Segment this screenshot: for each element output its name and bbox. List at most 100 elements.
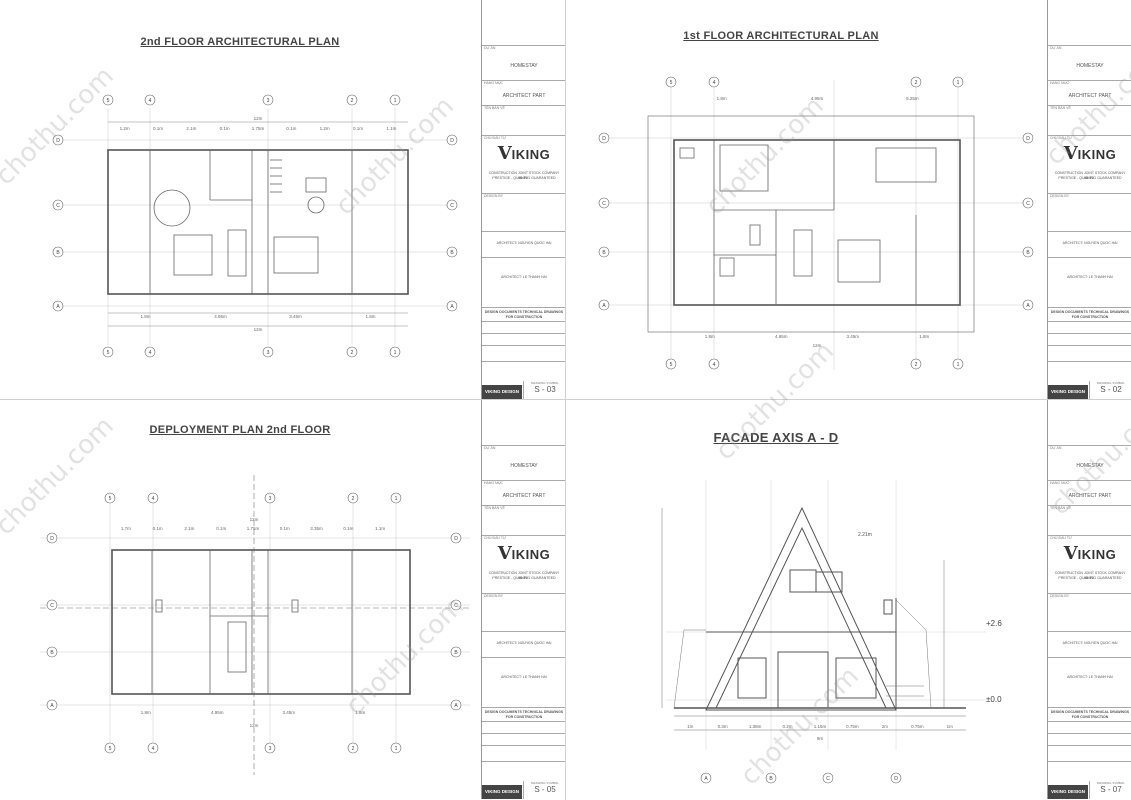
axis-label: 4 [149,350,152,356]
axis-label: D [450,138,454,144]
axis-bubble [446,300,458,312]
axis-bubble [450,532,462,544]
axis-bubble [665,358,677,370]
axis-bubble [708,76,720,88]
axis-label: D [1026,136,1030,142]
level-zero-label: ±0.0 [986,695,1002,704]
axis-bubble [952,358,964,370]
axis-bubble [264,492,276,504]
dimension-label: 0.1m [286,126,296,131]
project-name: HOMESTAY [510,463,538,469]
axis-label: A [450,304,454,310]
axis-label: A [454,703,458,709]
axis-bubble [52,199,64,211]
axis-bubble [262,346,274,358]
axis-label: A [704,776,708,782]
axis-label: 3 [269,746,272,752]
axis-bubble [910,76,922,88]
axis-label: A [1026,303,1030,309]
sheet-title: FACADE AXIS A - D [713,430,839,445]
axis-label: 4 [149,98,152,104]
axis-label: 2 [351,98,354,104]
architect-1: ARCHITECT: NGUYEN QUOC HAI [496,241,552,245]
company-label: CHỦ ĐẦU TƯ [484,136,506,140]
axis-bubble [765,772,777,784]
company-motto: PRESTIGE - QUALITY - GUARANTEED [1058,576,1122,580]
axis-label: D [894,776,898,782]
sheet-divider-horizontal [0,399,1131,400]
dimension-label: 1.2m [320,126,330,131]
design-part: ARCHITECT PART [1068,93,1112,99]
axis-label: C [50,603,54,609]
axis-label: 1 [394,98,397,104]
dimension-label: 2.1m [184,526,194,531]
total-dimension: 12m [813,343,822,348]
axis-bubble [822,772,834,784]
viking-design-tag: VIKING DESIGN [1048,785,1088,799]
viking-logo: VIKING [497,143,551,164]
dimension-label: 1.8m [705,334,715,339]
drawing-label: TÊN BẢN VẼ [1050,506,1071,510]
project-label: DỰ ÁN [484,446,496,450]
axis-label: B [454,650,458,656]
project-label: DỰ ÁN [1050,446,1062,450]
axis-bubble [446,199,458,211]
axis-label: C [826,776,830,782]
dimension-label: 0.1m [343,526,353,531]
dimension-label: 1.8m [919,334,929,339]
company-tag: CONSTRUCTION JOINT STOCK COMPANY VIKING [488,571,560,580]
axis-label: 5 [109,496,112,502]
sheet-title: DEPLOYMENT PLAN 2nd FLOOR [149,424,331,436]
dimension-label: 4.95m [214,314,227,319]
architect-2: ARCHITECT: LE THANH HAI [1067,675,1113,679]
axis-bubble [104,742,116,754]
dimension-label: 0.1m [153,526,163,531]
project-name: HOMESTAY [1076,463,1104,469]
axis-bubble [700,772,712,784]
dimension-label: 0.1m [216,526,226,531]
axis-bubble [598,132,610,144]
design-label: HẠNG MỤC [1050,481,1070,485]
axis-label: C [450,203,454,209]
axis-label: B [1026,250,1030,256]
title-block: DỰ ÁN HOMESTAY HẠNG MỤC ARCHITECT PART TÊN B… [1047,400,1131,799]
axis-label: B [602,250,606,256]
drawing-label: TÊN BẢN VẼ [484,106,505,110]
axis-label: C [602,201,606,207]
sign-label-1: DESIGN BY [1050,194,1070,198]
doc-note: DESIGN DOCUMENTS TECHNICAL DRAWINGS FOR … [1050,310,1130,319]
axis-label: 4 [152,496,155,502]
company-tag: CONSTRUCTION JOINT STOCK COMPANY VIKING [1054,571,1126,580]
axis-bubble [147,492,159,504]
total-dimension: 12m [254,327,263,332]
dimension-label: 1.8m [355,710,365,715]
axis-label: B [769,776,773,782]
architect-2: ARCHITECT: LE THANH HAI [1067,275,1113,279]
axis-bubble [708,358,720,370]
dimension-label: 2m [882,724,889,729]
project-label: DỰ ÁN [484,46,496,50]
company-motto: PRESTIGE - QUALITY - GUARANTEED [492,576,556,580]
dimension-label: 1m [687,724,694,729]
architect-1: ARCHITECT: NGUYEN QUOC HAI [1062,641,1118,645]
level-top-label: +2.6 [986,619,1002,628]
design-part: ARCHITECT PART [1068,493,1112,499]
company-label: CHỦ ĐẦU TƯ [1050,536,1072,540]
axis-label: 1 [395,496,398,502]
axis-label: 1 [957,80,960,86]
axis-bubble [46,699,58,711]
sign-label-1: DESIGN BY [1050,594,1070,598]
axis-label: A [602,303,606,309]
axis-label: 5 [670,362,673,368]
dimension-label: 0.1m [153,126,163,131]
axis-bubble [910,358,922,370]
dimension-label: 3.45m [289,314,302,319]
design-part: ARCHITECT PART [502,493,546,499]
axis-bubble [46,532,58,544]
